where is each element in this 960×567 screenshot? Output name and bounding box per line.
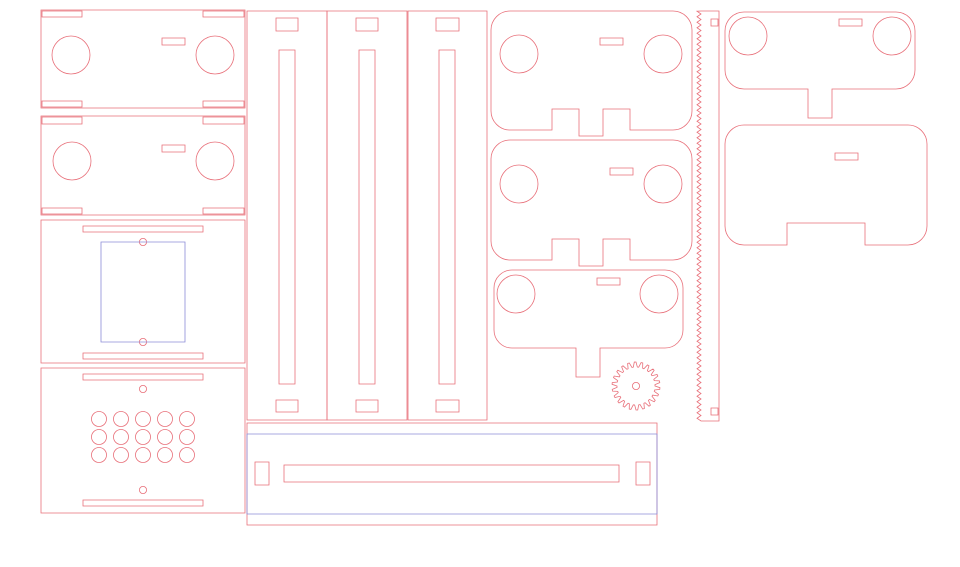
panel-a bbox=[41, 10, 245, 108]
rounded-plate-1 bbox=[491, 11, 692, 136]
right-plate-1 bbox=[725, 12, 915, 118]
right-plate-2 bbox=[725, 125, 927, 245]
rail-1 bbox=[247, 11, 327, 420]
rounded-plate-3 bbox=[494, 270, 683, 377]
window-outline bbox=[101, 242, 185, 342]
rail-2 bbox=[327, 11, 407, 420]
base-plate-outline bbox=[247, 434, 657, 514]
rounded-plate-2 bbox=[491, 140, 692, 266]
cut-layer bbox=[41, 10, 927, 525]
base-plate bbox=[247, 423, 657, 525]
panel-b bbox=[41, 116, 245, 215]
gear-rack bbox=[697, 11, 719, 421]
panel-window bbox=[41, 220, 245, 363]
engrave-layer bbox=[101, 242, 657, 514]
panel-buttons bbox=[41, 368, 245, 513]
rail-3 bbox=[408, 11, 487, 420]
gear bbox=[612, 362, 660, 410]
